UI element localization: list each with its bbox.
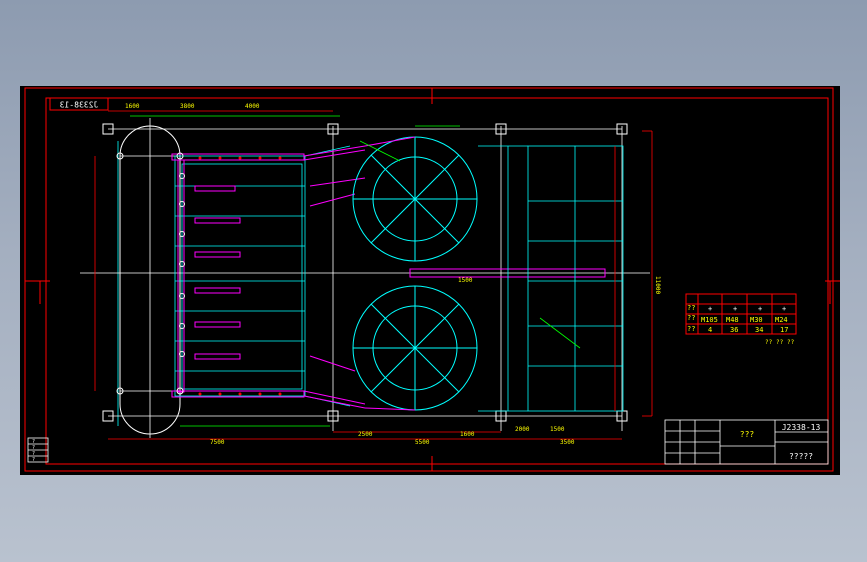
dim-bottom-1: 7500 <box>210 439 225 446</box>
outer-frame <box>24 87 834 472</box>
stamp-1: ? <box>32 439 35 445</box>
upper-tank <box>352 136 478 262</box>
left-stamp <box>27 437 49 463</box>
bolt-size-2: M48 <box>726 316 739 324</box>
drawing-number: J2338-13 <box>782 423 821 432</box>
dim-center: 1500 <box>458 277 473 284</box>
left-stamp-text: ? ? ? ? <box>32 439 35 463</box>
mirrored-drawing-number: J2338-13 <box>60 101 99 110</box>
bolt-size-3: M30 <box>750 316 763 324</box>
bolt-count-2: 36 <box>730 326 738 334</box>
column-markers <box>102 123 628 422</box>
title-text: ??? <box>740 430 755 439</box>
bolt-symbol-4: + <box>782 305 786 313</box>
legend-1: ?? <box>765 339 773 346</box>
dim-bottom-3: 5500 <box>415 439 430 446</box>
bolt-size-4: M24 <box>775 316 788 324</box>
header-pipes <box>171 145 366 409</box>
title-block <box>664 419 829 465</box>
legend-2: ?? <box>776 339 784 346</box>
valve-nodes <box>116 152 185 395</box>
stamp-2: ? <box>32 445 35 451</box>
bolt-row-header-1: ?? <box>687 304 695 312</box>
bolt-row-header-2: ?? <box>687 314 695 322</box>
bolt-count-1: 4 <box>708 326 712 334</box>
bolt-symbol-3: + <box>758 305 762 313</box>
lower-tank <box>352 285 478 411</box>
bolt-count-4: 17 <box>780 326 788 334</box>
mirrored-number-box <box>49 97 109 111</box>
bolt-table <box>685 293 797 335</box>
bolt-legend: ?? ?? ?? <box>765 339 795 346</box>
dim-top-1: 1600 <box>125 103 140 110</box>
dim-bottom-6: 1500 <box>550 426 565 433</box>
bolt-symbol-1: + <box>708 305 712 313</box>
dim-top-2: 3800 <box>180 103 195 110</box>
dim-bottom-7: 3500 <box>560 439 575 446</box>
dimension-lines <box>94 110 653 440</box>
dim-bottom-4: 1600 <box>460 431 475 438</box>
bolt-table-text: ?? ?? ?? + + + + M105 M48 M30 M24 4 36 3… <box>687 304 788 334</box>
red-dots <box>198 156 282 396</box>
legend-3: ?? <box>787 339 795 346</box>
cad-drawing: J2338-13 <box>24 87 840 472</box>
bolt-row-header-3: ?? <box>687 325 695 333</box>
dim-right-total: 11000 <box>654 276 661 294</box>
title-footer: ????? <box>789 452 813 461</box>
inner-frame <box>45 97 829 465</box>
bolt-symbol-2: + <box>733 305 737 313</box>
bolt-count-3: 34 <box>755 326 763 334</box>
drawing-canvas: J2338-13 <box>20 86 840 475</box>
pipe-manifold <box>174 145 351 407</box>
dim-bottom-2: 2500 <box>358 431 373 438</box>
stamp-3: ? <box>32 451 35 457</box>
stamp-4: ? <box>32 457 35 463</box>
bolt-size-1: M105 <box>701 316 718 324</box>
left-vessel <box>119 125 181 435</box>
dim-bottom-5: 2000 <box>515 426 530 433</box>
tank-inlets <box>364 136 606 411</box>
right-grid <box>478 145 624 412</box>
dimension-texts: 1600 3800 4000 7500 2500 5500 1600 2000 … <box>125 103 661 446</box>
green-dims <box>130 115 581 427</box>
dim-top-3: 4000 <box>245 103 260 110</box>
